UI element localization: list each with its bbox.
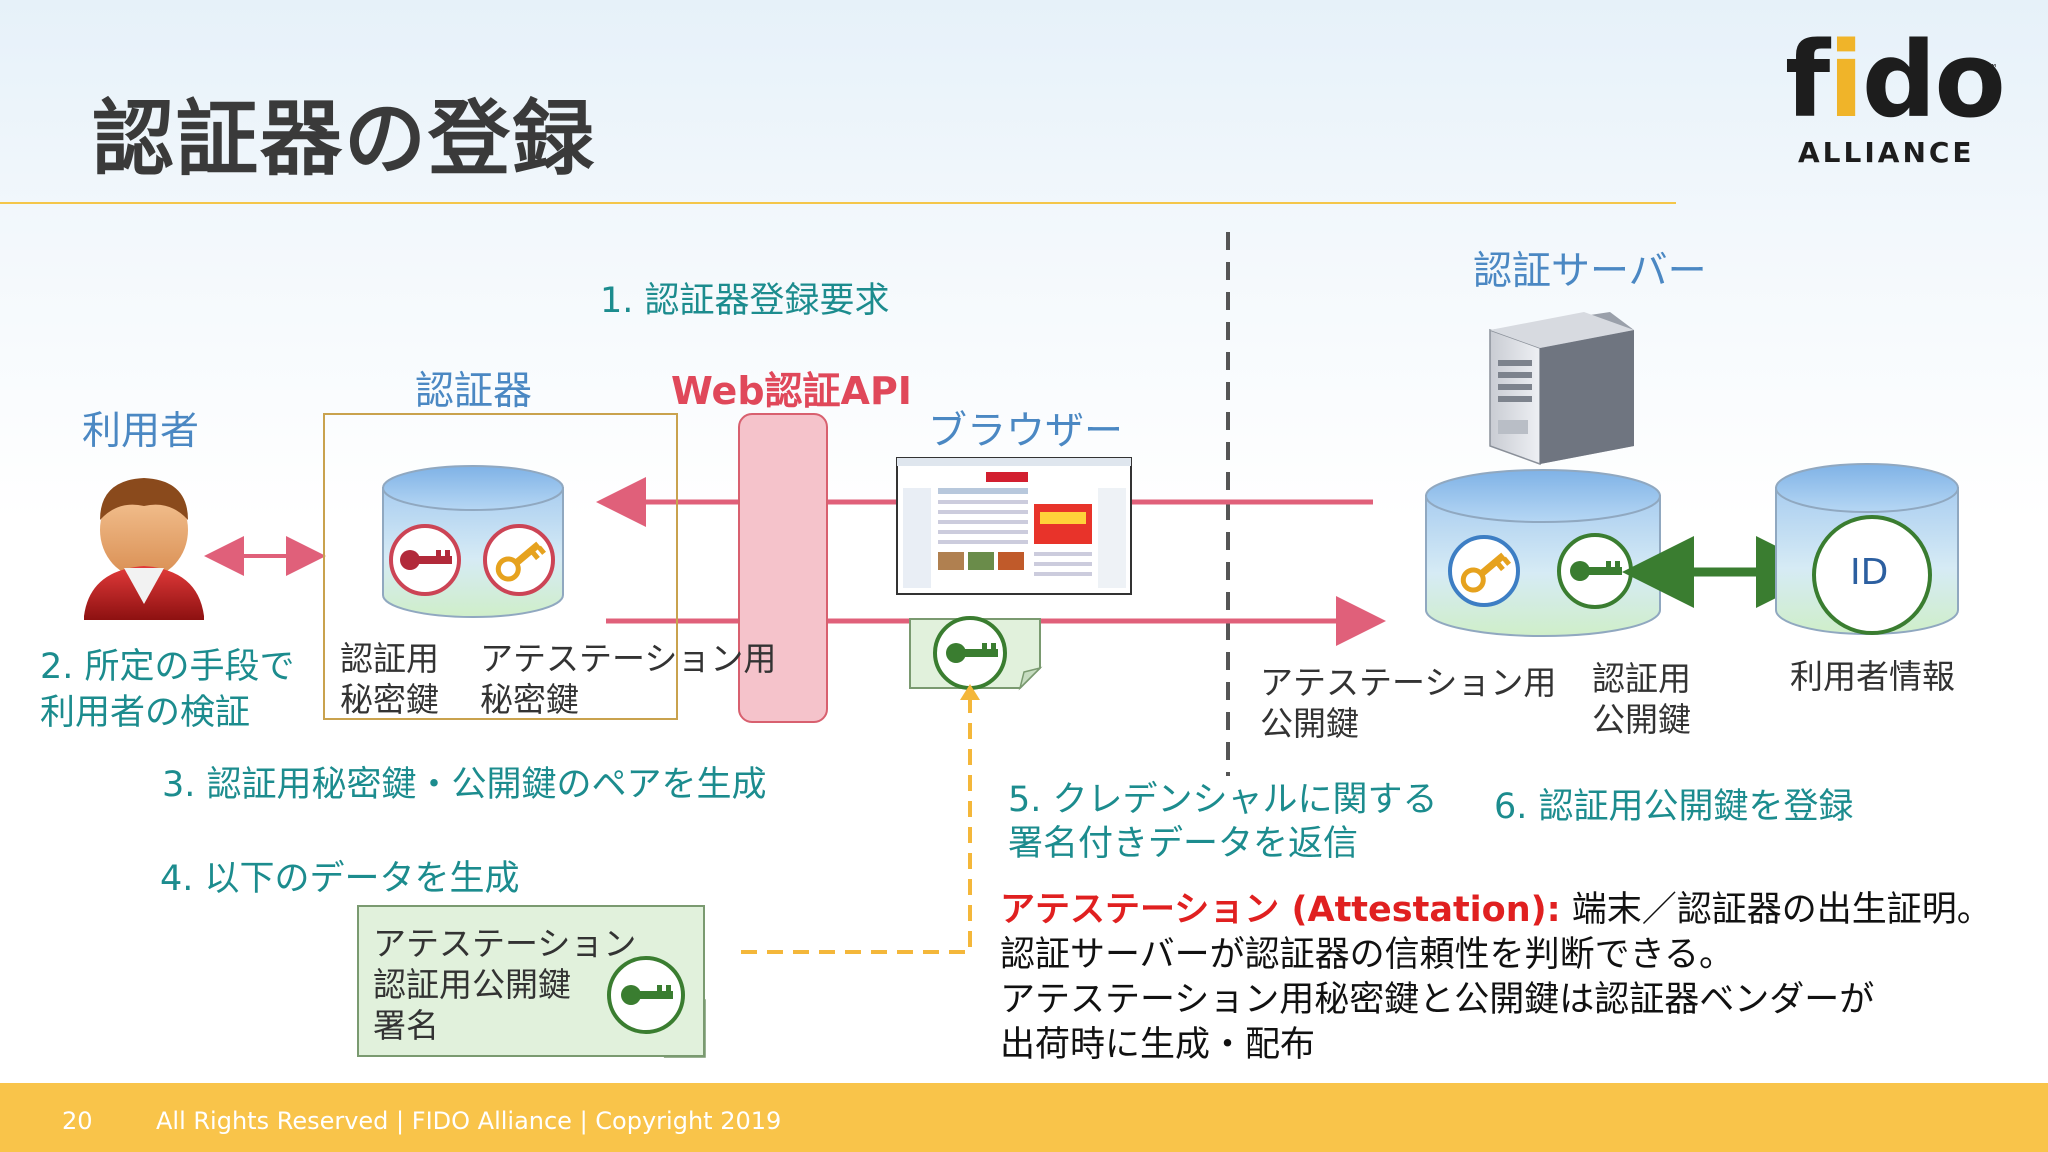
attestation-note: アテステーション (Attestation): 端末／認証器の出生証明。 認証サ… xyxy=(1000,888,1992,1068)
step-2: 2. 所定の手段で 利用者の検証 xyxy=(40,647,295,733)
attestation-note-line-2: 認証サーバーが認証器の信頼性を判断できる。 xyxy=(1000,935,1734,975)
gold-key-icon xyxy=(483,524,555,596)
generated-data-item: 認証用公開鍵 xyxy=(373,965,571,1004)
server-gold-key-icon xyxy=(1448,535,1520,607)
attestation-note-line-4: 出荷時に生成・配布 xyxy=(1000,1025,1316,1065)
attestation-public-key-label: アテステーション用 公開鍵 xyxy=(1260,663,1557,743)
auth-public-key-label: 認証用 公開鍵 xyxy=(1592,659,1691,739)
step-5: 5. クレデンシャルに関する 署名付きデータを返信 xyxy=(1008,780,1438,864)
auth-private-key-label: 認証用 秘密鍵 xyxy=(340,639,439,719)
footer-copyright: All Rights Reserved | FIDO Alliance | Co… xyxy=(156,1107,782,1135)
green-key-icon xyxy=(933,616,1007,690)
page-number: 20 xyxy=(62,1107,93,1135)
web-api-bar xyxy=(738,413,828,723)
server-tower-icon xyxy=(1489,312,1634,466)
fido-logo-tm: ™ xyxy=(1987,62,1998,75)
red-key-icon xyxy=(389,524,461,596)
generated-data-item: 署名 xyxy=(373,1006,439,1045)
data-to-browser-arrow xyxy=(741,694,972,954)
data-note-key-overlay xyxy=(607,956,685,1034)
attestation-private-key-label: アテステーション用 秘密鍵 xyxy=(480,639,777,719)
attestation-note-line-3: アテステーション用秘密鍵と公開鍵は認証器ベンダーが xyxy=(1000,980,1875,1020)
slide-title: 認証器の登録 xyxy=(92,92,597,187)
server-green-key-icon xyxy=(1557,533,1633,609)
fido-logo-alliance: ALLIANCE xyxy=(1798,136,1975,169)
step-4: 4. 以下のデータを生成 xyxy=(160,859,520,899)
user-info-label: 利用者情報 xyxy=(1790,657,1955,696)
userinfo-database-icon xyxy=(1775,463,1959,635)
step-6: 6. 認証用公開鍵を登録 xyxy=(1494,787,1854,827)
auth-server-label: 認証サーバー xyxy=(1473,249,1707,294)
title-divider xyxy=(0,202,1676,204)
browser-label: ブラウザー xyxy=(928,409,1124,454)
generated-data-item: アテステーション xyxy=(373,924,637,963)
browser-screenshot xyxy=(896,457,1132,595)
person-icon xyxy=(84,478,204,620)
step-3: 3. 認証用秘密鍵・公開鍵のペアを生成 xyxy=(162,765,767,805)
user-label: 利用者 xyxy=(82,409,200,454)
id-badge: ID xyxy=(1850,552,1889,593)
fido-logo: fido xyxy=(1785,19,2006,141)
diagram-canvas xyxy=(84,232,1959,1058)
authenticator-label: 認証器 xyxy=(415,369,533,414)
web-api-label: Web認証API xyxy=(671,369,912,413)
footer-bar xyxy=(0,1083,2048,1152)
step-1: 1. 認証器登録要求 xyxy=(600,281,890,321)
attestation-note-line-1: アテステーション (Attestation): 端末／認証器の出生証明。 xyxy=(1000,890,1992,930)
authenticator-box xyxy=(323,413,678,720)
